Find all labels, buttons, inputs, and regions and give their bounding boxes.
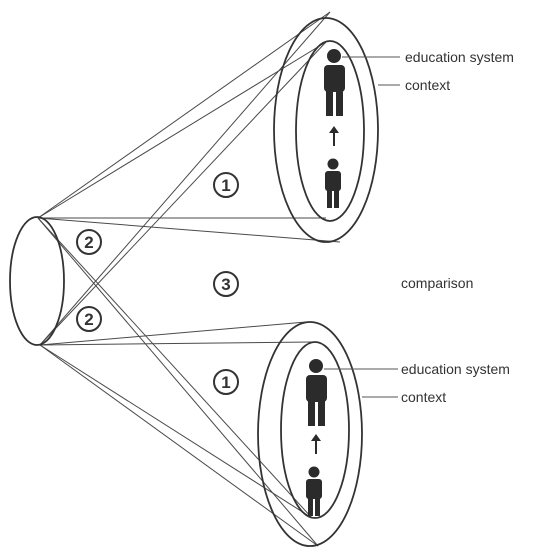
top-arrow-icon <box>329 126 339 146</box>
top-child-figure-icon <box>325 158 341 208</box>
label-leaders <box>324 56 400 398</box>
top-context-ellipse <box>273 17 379 243</box>
marker-3: 3 <box>213 271 239 297</box>
top-context-label: context <box>405 77 450 93</box>
marker-2-bottom: 2 <box>76 306 102 332</box>
marker-1-top: 1 <box>213 172 239 198</box>
svg-text:2: 2 <box>84 233 93 252</box>
marker-1-bottom: 1 <box>213 369 239 395</box>
observer-ellipse <box>9 216 65 346</box>
svg-text:1: 1 <box>221 176 230 195</box>
bottom-child-figure-icon <box>306 466 322 516</box>
bottom-context-ellipse <box>257 321 363 547</box>
bottom-adult-figure-icon <box>306 359 327 426</box>
sight-lines <box>37 11 341 547</box>
marker-2-top: 2 <box>76 229 102 255</box>
top-adult-figure-icon <box>324 49 345 116</box>
bottom-education-system-ellipse <box>280 341 350 519</box>
top-education-system-label: education system <box>405 49 514 65</box>
svg-text:2: 2 <box>84 310 93 329</box>
bottom-context-label: context <box>401 389 446 405</box>
top-education-system-ellipse <box>295 40 365 222</box>
svg-text:3: 3 <box>221 275 230 294</box>
svg-text:1: 1 <box>221 373 230 392</box>
bottom-arrow-icon <box>311 434 321 454</box>
bottom-education-system-label: education system <box>401 361 510 377</box>
comparison-label: comparison <box>401 275 473 291</box>
